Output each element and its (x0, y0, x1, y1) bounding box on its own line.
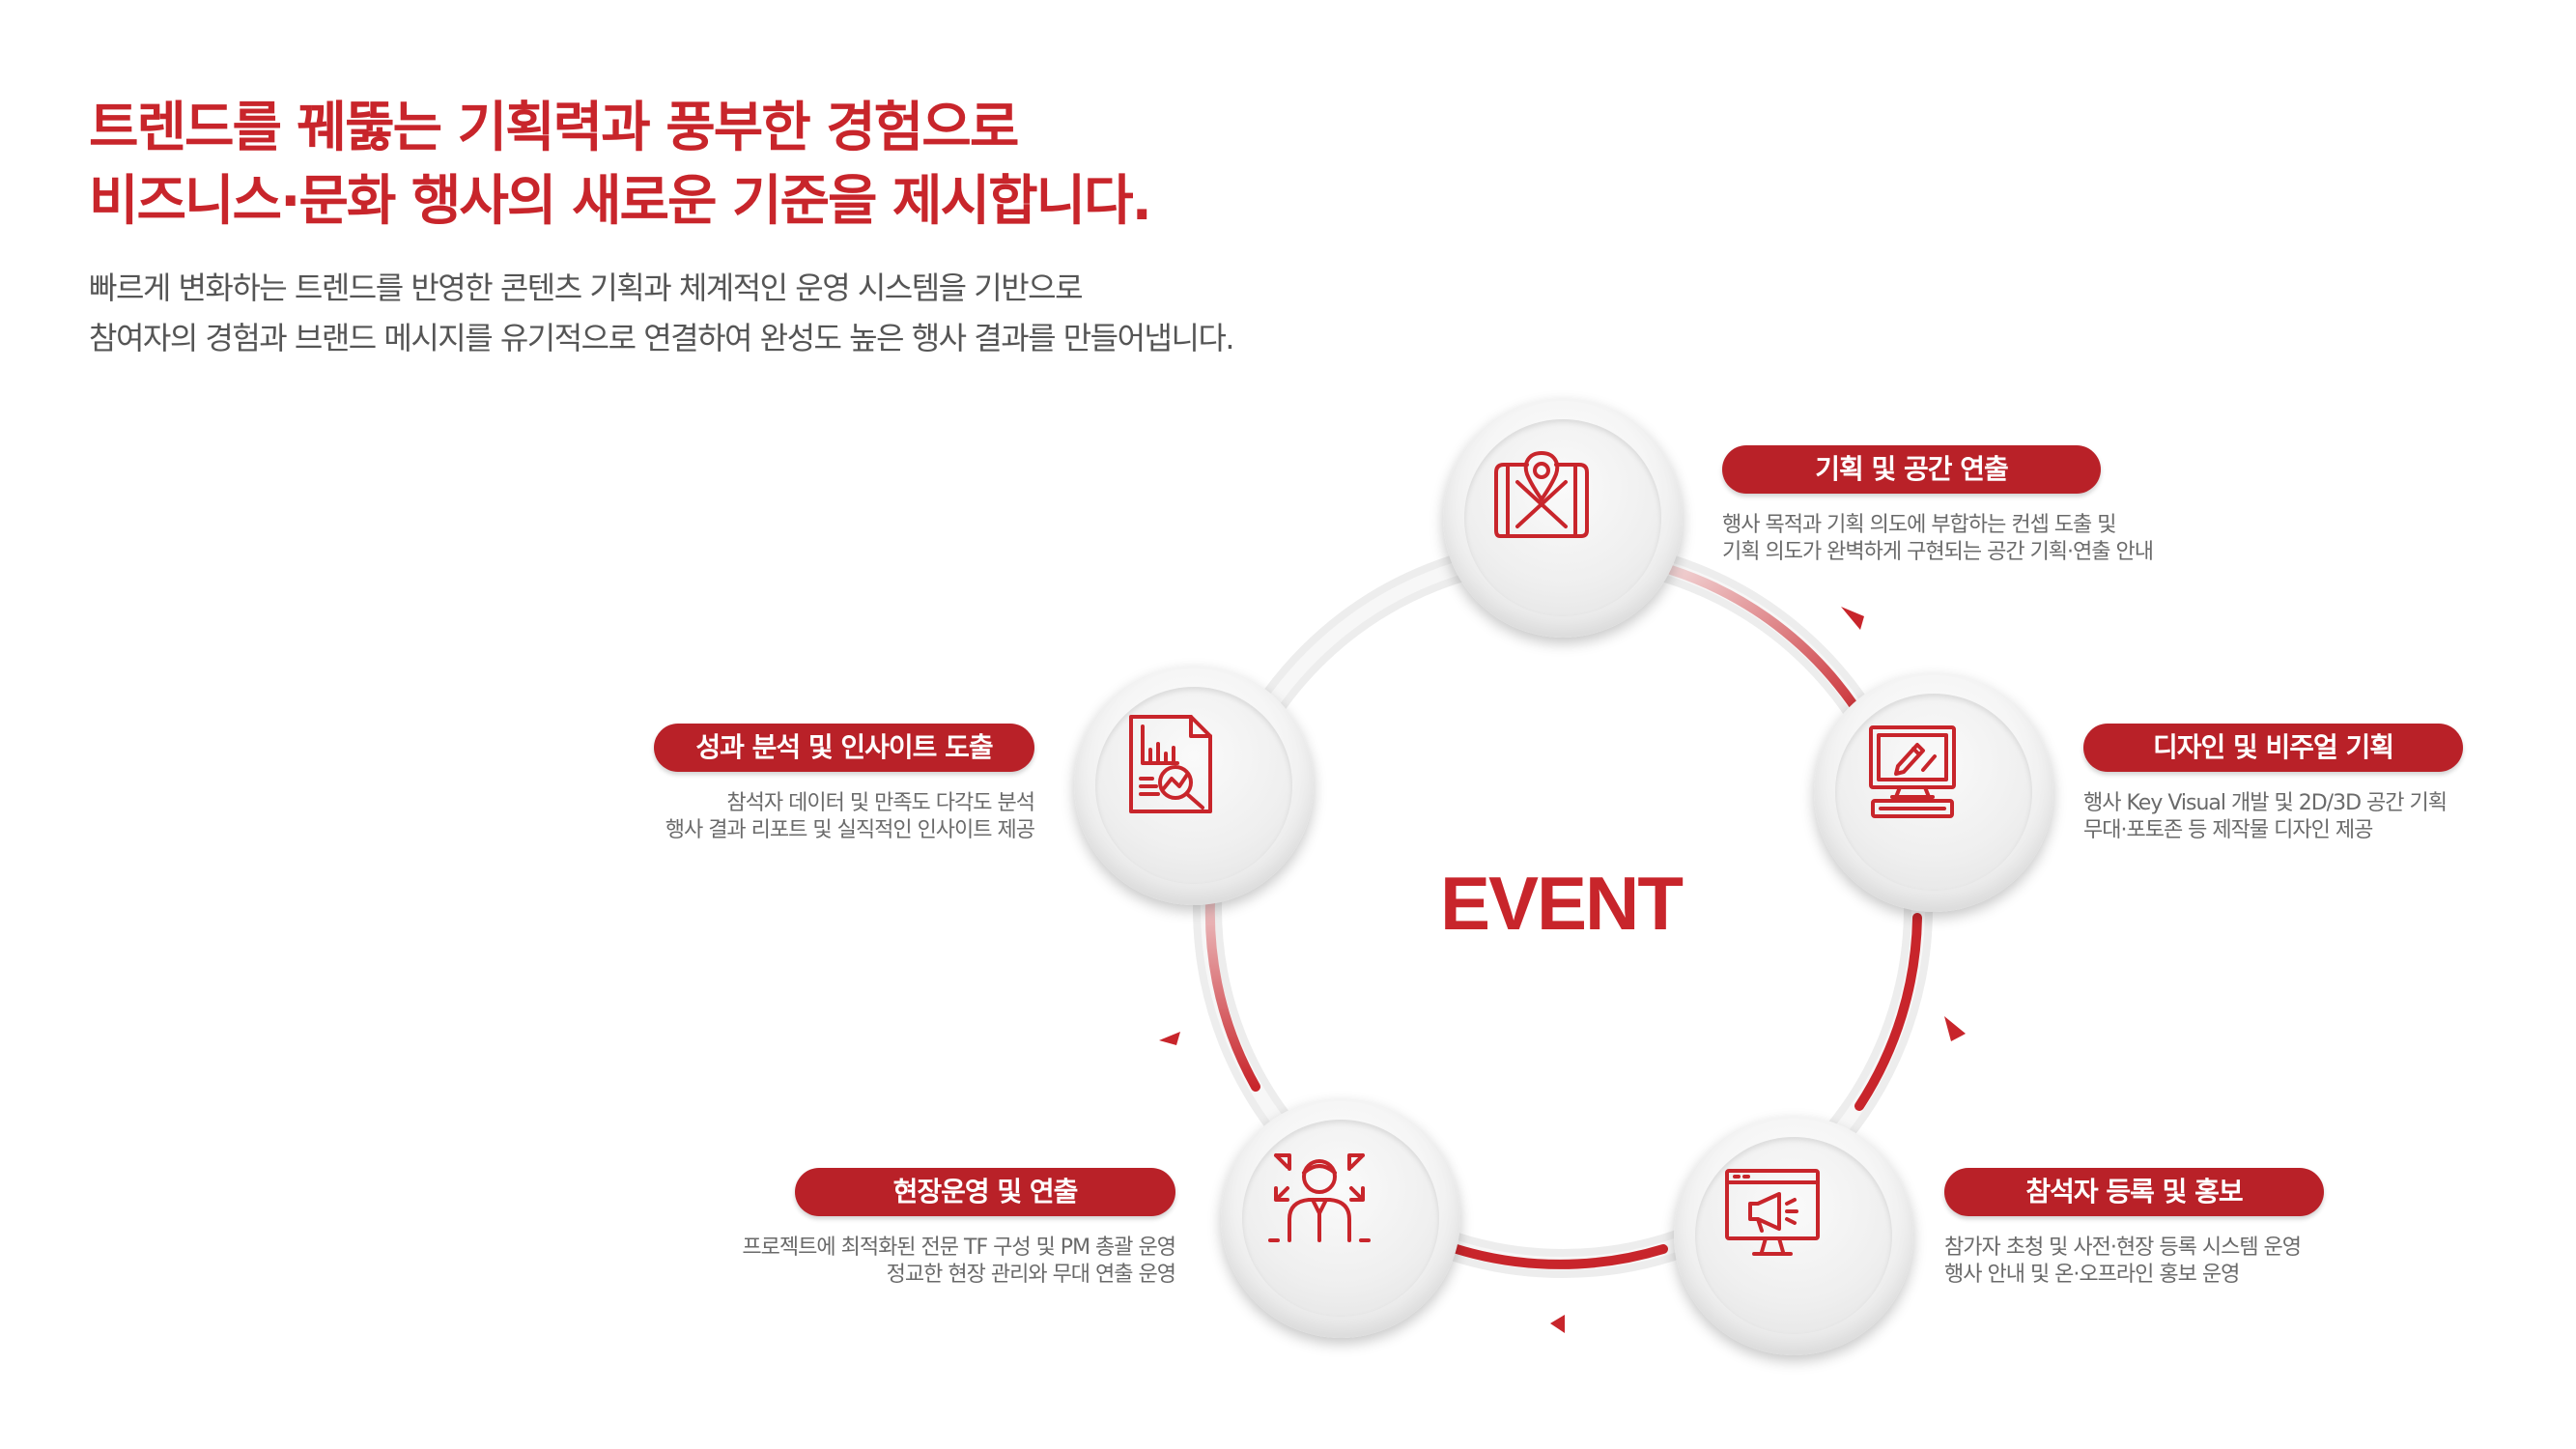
step-desc-line: 정교한 현장 관리와 무대 연출 운영 (886, 1263, 1176, 1287)
design-monitor-icon (1869, 725, 1956, 818)
megaphone-monitor-icon (1725, 1169, 1820, 1256)
step-desc-operation: 프로젝트에 최적화된 전문 TF 구성 및 PM 총괄 운영 정교한 현장 관리… (580, 1235, 1176, 1289)
headline-line-2: 비즈니스·문화 행사의 새로운 기준을 제시합니다. (89, 170, 1152, 233)
flow-arrow-2 (1944, 1016, 1966, 1041)
headline-line-1: 트렌드를 꿰뚫는 기획력과 풍부한 경험으로 (89, 97, 1019, 159)
step-title-registration: 참석자 등록 및 홍보 (1944, 1168, 2324, 1216)
step-node-operation (1221, 1098, 1460, 1338)
ring-segment-2-3 (1854, 913, 1922, 1111)
ring-segment-3-4 (1452, 1244, 1668, 1269)
step-desc-line: 행사 목적과 기획 의도에 부합하는 컨셉 도출 및 (1722, 513, 2117, 537)
step-desc-line: 무대·포토존 등 제작물 디자인 제공 (2083, 818, 2373, 842)
step-desc-analysis: 참석자 데이터 및 만족도 다각도 분석 행사 결과 리포트 및 실직적인 인사… (454, 790, 1035, 844)
step-desc-line: 프로젝트에 최적화된 전문 TF 구성 및 PM 총괄 운영 (742, 1236, 1176, 1260)
step-desc-design: 행사 Key Visual 개발 및 2D/3D 공간 기획 무대·포토존 등 … (2083, 790, 2448, 844)
report-analysis-icon (1129, 715, 1212, 813)
step-title-design: 디자인 및 비주얼 기획 (2083, 724, 2463, 772)
intro-text: 빠르게 변화하는 트렌드를 반영한 콘텐츠 기획과 체계적인 운영 시스템을 기… (89, 263, 1235, 363)
step-title-planning: 기획 및 공간 연출 (1722, 445, 2101, 494)
step-desc-registration: 참가자 초청 및 사전·현장 등록 시스템 운영 행사 안내 및 온·오프라인 … (1944, 1235, 2302, 1289)
step-desc-planning: 행사 목적과 기획 의도에 부합하는 컨셉 도출 및 기획 의도가 완벽하게 구… (1722, 512, 2154, 566)
flow-arrow-4 (1159, 1032, 1180, 1045)
step-node-analysis (1074, 666, 1314, 905)
headline: 트렌드를 꿰뚫는 기획력과 풍부한 경험으로 비즈니스·문화 행사의 새로운 기… (89, 92, 1152, 239)
step-node-planning (1443, 398, 1683, 638)
step-desc-line: 행사 안내 및 온·오프라인 홍보 운영 (1944, 1263, 2240, 1287)
intro-line-2: 참여자의 경험과 브랜드 메시지를 유기적으로 연결하여 완성도 높은 행사 결… (89, 320, 1235, 356)
step-desc-line: 기획 의도가 완벽하게 구현되는 공간 기획·연출 안내 (1722, 540, 2154, 564)
ring-segment-1-2 (1666, 565, 1874, 734)
step-desc-line: 행사 결과 리포트 및 실직적인 인사이트 제공 (665, 818, 1035, 842)
intro-line-1: 빠르게 변화하는 트렌드를 반영한 콘텐츠 기획과 체계적인 운영 시스템을 기… (89, 270, 1084, 306)
flow-arrow-3 (1550, 1315, 1565, 1333)
manager-icon (1268, 1153, 1371, 1242)
step-node-registration (1674, 1116, 1913, 1355)
center-event-label: EVENT (1439, 861, 1684, 946)
step-title-analysis: 성과 분석 및 인사이트 도출 (654, 724, 1034, 772)
step-node-design (1814, 672, 2053, 912)
map-pin-icon (1494, 451, 1589, 538)
step-title-operation: 현장운영 및 연출 (795, 1168, 1175, 1216)
step-desc-line: 참가자 초청 및 사전·현장 등록 시스템 운영 (1944, 1236, 2302, 1260)
step-desc-line: 행사 Key Visual 개발 및 2D/3D 공간 기획 (2083, 791, 2448, 815)
flow-arrow-1 (1841, 607, 1864, 630)
step-desc-line: 참석자 데이터 및 만족도 다각도 분석 (726, 791, 1035, 815)
